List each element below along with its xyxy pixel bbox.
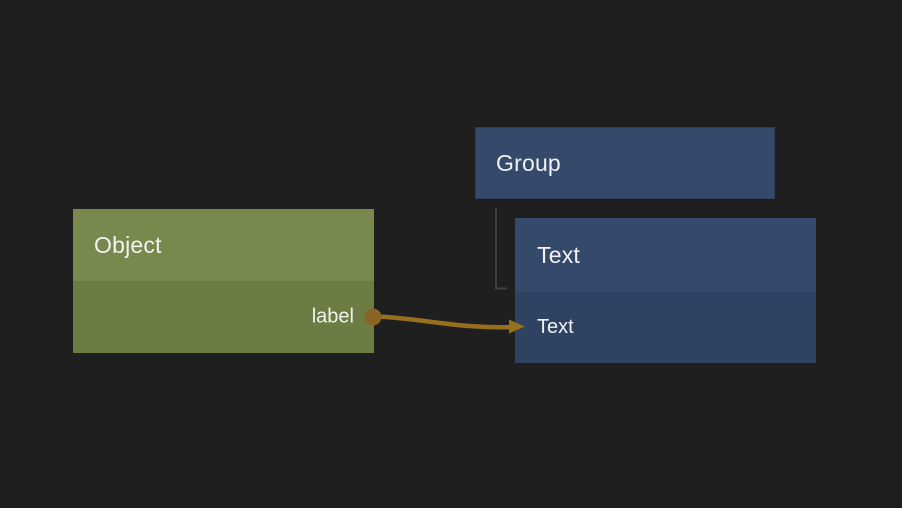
node-text-row-label: Text: [537, 316, 574, 338]
hierarchy-connector-line: [495, 208, 507, 290]
node-group[interactable]: Group: [475, 127, 775, 199]
node-text[interactable]: Text Text: [515, 218, 816, 363]
node-text-title: Text: [537, 241, 580, 268]
node-text-header: Text: [515, 218, 816, 292]
connection-edge[interactable]: [375, 314, 525, 334]
node-object-body: label: [73, 281, 374, 353]
node-group-title: Group: [496, 149, 561, 176]
node-object-header: Object: [73, 209, 374, 281]
node-object-title: Object: [94, 231, 162, 258]
output-port-label: label: [311, 305, 354, 328]
node-text-row[interactable]: Text: [515, 292, 816, 363]
connection-wire[interactable]: [375, 314, 514, 330]
node-object[interactable]: Object label: [73, 209, 374, 353]
